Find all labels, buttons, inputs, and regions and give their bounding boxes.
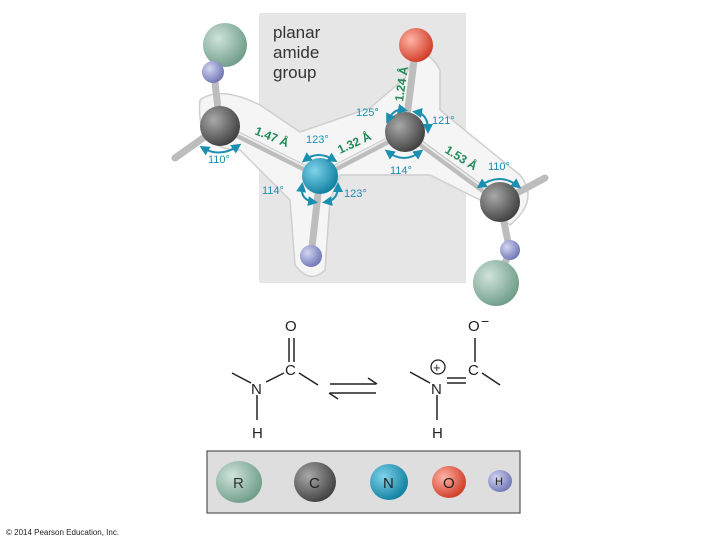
atom-r-top-left xyxy=(203,23,247,67)
atom-c-alpha-right xyxy=(480,182,520,222)
left-c: C xyxy=(285,362,296,379)
resonance-left xyxy=(231,338,319,420)
atom-r-bottom-right xyxy=(473,260,519,306)
left-n: N xyxy=(251,381,262,398)
legend-swatch-o xyxy=(432,466,466,498)
panel-title-line-3: group xyxy=(273,63,316,82)
right-h: H xyxy=(432,425,443,442)
atom-c-carbonyl xyxy=(385,112,425,152)
legend-label-h: H xyxy=(495,476,503,488)
resonance-right xyxy=(409,338,501,420)
right-o-charge: − xyxy=(481,313,489,329)
angle-label-3: 114° xyxy=(262,185,284,197)
legend-label-n: N xyxy=(383,475,394,492)
atom-c-alpha-left xyxy=(200,106,240,146)
atom-h-bottom-right xyxy=(500,240,520,260)
angle-arrows xyxy=(199,103,522,207)
angle-label-4: 123° xyxy=(344,188,367,200)
atom-n xyxy=(302,158,338,194)
atom-h-on-n xyxy=(300,245,322,267)
equilibrium-arrows xyxy=(328,377,378,400)
legend-label-c: C xyxy=(309,475,320,492)
legend-label-o: O xyxy=(443,475,455,492)
legend-swatch-r xyxy=(216,461,262,503)
panel-title-line-1: planar xyxy=(273,23,321,42)
panel-title-line-2: amide xyxy=(273,43,319,62)
left-h: H xyxy=(252,425,263,442)
atom-o xyxy=(399,28,433,62)
angle-label-5: 125° xyxy=(356,107,379,119)
legend-items: R C N O H xyxy=(216,461,512,503)
bond-label-1-24: 1.24 Å xyxy=(391,65,411,102)
legend-swatch-c xyxy=(294,462,336,502)
legend-label-r: R xyxy=(233,475,244,492)
right-n: N xyxy=(431,381,442,398)
legend-swatch-h xyxy=(488,470,512,492)
legend-swatch-n xyxy=(370,464,408,500)
angle-label-7: 114° xyxy=(390,165,412,177)
angle-label-2: 123° xyxy=(306,134,329,146)
right-o: O xyxy=(468,318,480,335)
angle-label-6: 121° xyxy=(432,115,455,127)
right-n-charge: + xyxy=(433,360,441,375)
atom-h-top-left xyxy=(202,61,224,83)
angle-label-8: 110° xyxy=(488,161,510,173)
right-c: C xyxy=(468,362,479,379)
n-positive-charge-ring xyxy=(430,359,446,375)
left-o: O xyxy=(285,318,297,335)
angle-label-1: 110° xyxy=(208,154,230,166)
copyright-notice: © 2014 Pearson Education, Inc. xyxy=(6,528,120,537)
